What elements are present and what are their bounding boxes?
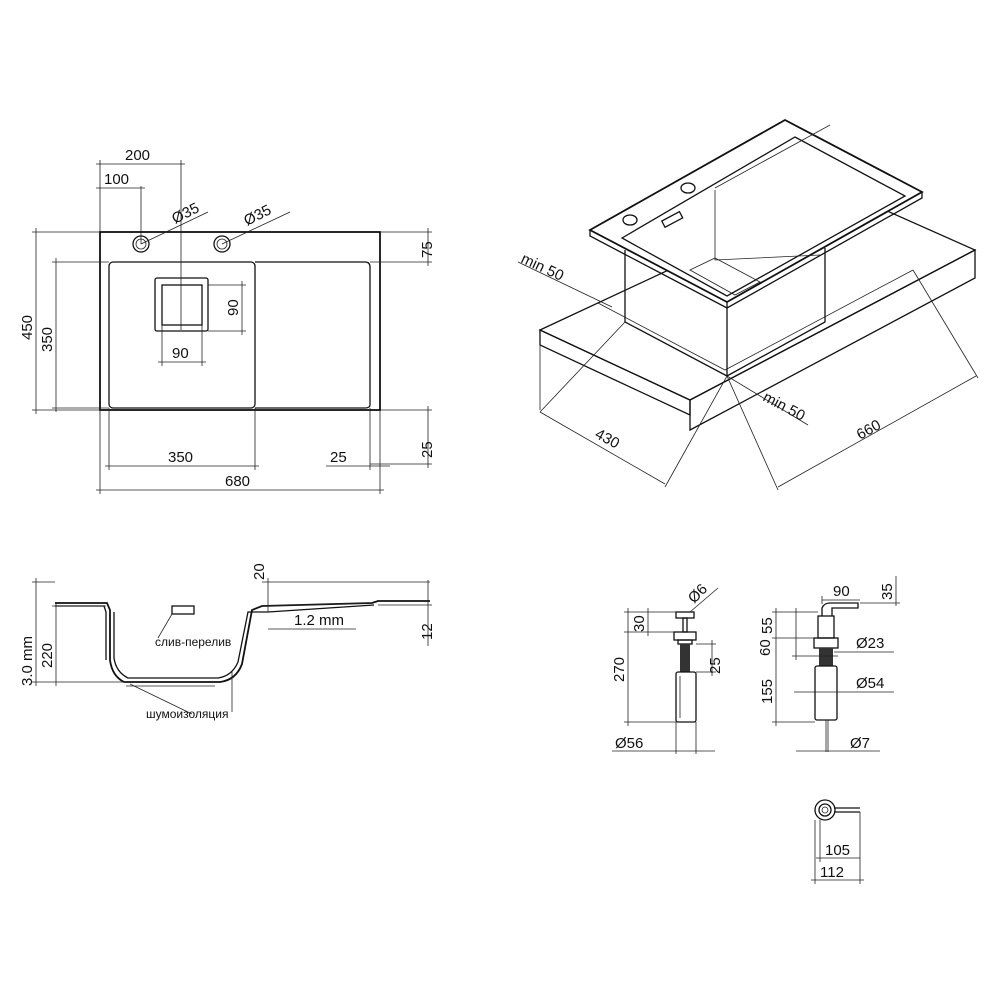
label-overflow: слив-перелив [155,635,231,649]
dispenser-b-bottle [814,665,838,721]
dim-60: 60 [757,639,774,656]
dispenser-a-bottle [675,671,697,723]
dim-100: 100 [104,171,129,188]
dim-680: 680 [225,473,250,490]
drain-outer [154,277,209,332]
dim-min50-left: min 50 [518,250,566,284]
dim-d54: Ø54 [856,675,884,692]
dim-20: 20 [251,563,268,580]
dim-270: 270 [611,657,628,682]
dim-drain-90-vertical: 90 [225,299,242,316]
dim-min50-right: min 50 [760,389,808,425]
dim-220: 220 [39,643,56,668]
isometric-view: min 50 min 50 430 660 [517,118,979,491]
dim-660: 660 [854,416,884,443]
section-view: слив-перелив шумоизоляция 20 3.0 mm 220 … [19,563,436,721]
dim-d7: Ø7 [850,735,870,752]
dispenser-b-spout [821,602,859,616]
dim-drain-90-horizontal: 90 [172,345,189,362]
dim-200: 200 [125,147,150,164]
sink-outline [99,231,381,411]
dim-12: 12 [419,623,436,640]
tap-hole-2 [213,235,231,253]
dim-350-horizontal: 350 [168,449,193,466]
dispenser-side-b: 90 35 55 60 Ø23 155 Ø54 Ø7 [757,576,900,752]
drain-inner [161,284,203,326]
dispenser-side-a: Ø6 30 270 25 Ø56 [611,581,724,754]
label-insulation: шумоизоляция [146,707,228,721]
iso-drainboard [620,136,907,297]
dim-25-right: 25 [330,449,347,466]
dim-90-dispenser: 90 [833,583,850,600]
dim-d56: Ø56 [615,735,643,752]
drainboard-outline [255,261,371,409]
dim-75: 75 [419,241,436,258]
dim-25-dispenser: 25 [707,657,724,674]
dim-hole-1: Ø35 [169,200,202,228]
top-view: 200 100 Ø35 Ø35 75 450 350 90 90 [19,147,436,494]
overflow-box [171,605,195,615]
dim-25-bottom: 25 [419,441,436,458]
bowl-outline [108,261,256,409]
dim-155: 155 [759,679,776,704]
dim-d23: Ø23 [856,635,884,652]
countertop-side [689,248,976,432]
sink-flange [588,118,924,304]
dim-105: 105 [825,842,850,859]
dim-3mm: 3.0 mm [19,636,36,686]
countertop-front [539,328,691,417]
dim-30: 30 [631,615,648,632]
dim-1.2mm: 1.2 mm [294,612,344,629]
dim-450: 450 [19,315,36,340]
dim-350-vertical: 350 [39,327,56,352]
dim-55: 55 [759,617,776,634]
dispenser-top-view: 105 112 [811,799,864,884]
dim-35: 35 [879,583,896,600]
dispenser-a-thread [680,644,690,672]
dim-430: 430 [592,426,622,453]
section-outline [55,600,430,683]
dim-112: 112 [820,864,844,881]
dim-hole-2: Ø35 [241,202,274,230]
dim-d6: Ø6 [685,581,711,607]
